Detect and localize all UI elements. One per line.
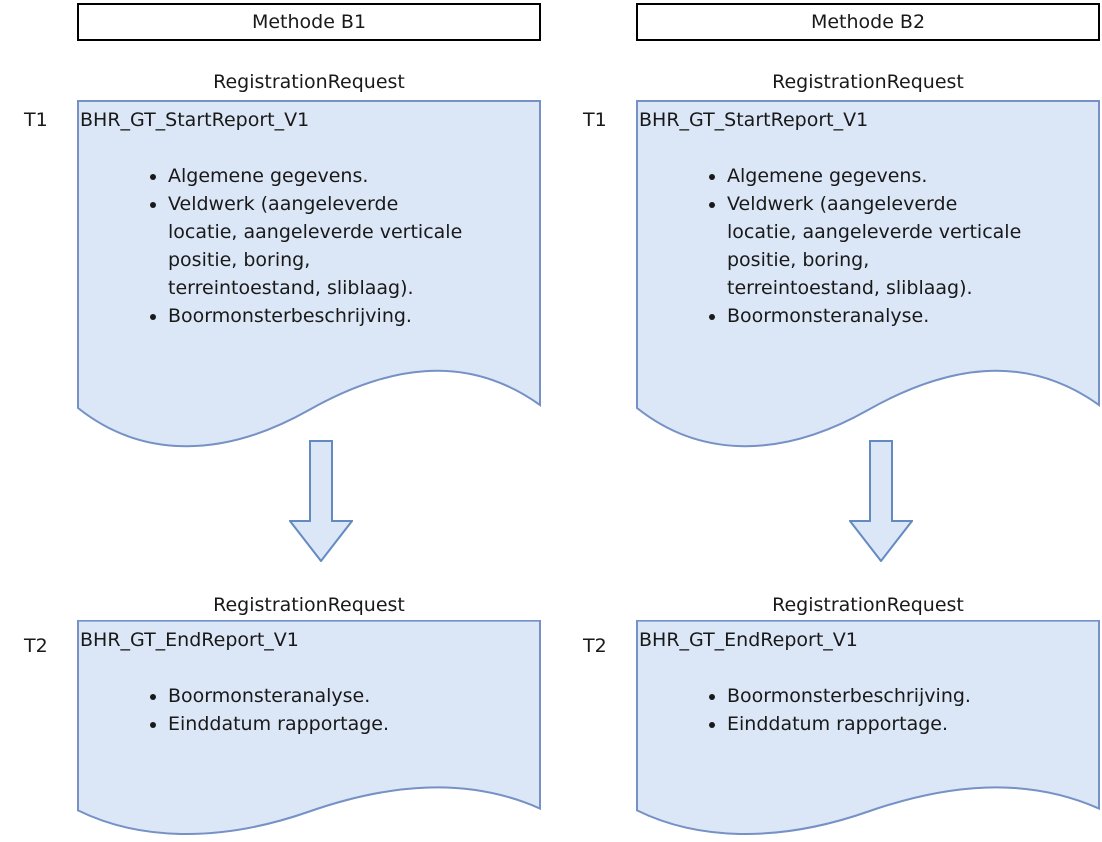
down-arrow-icon (287, 440, 355, 566)
bullet-item: Veldwerk (aangeleverde locatie, aangelev… (727, 190, 1096, 302)
document-shape-b2-start-report: BHR_GT_StartReport_V1 Algemene gegevens.… (636, 100, 1100, 464)
bullet-item: Einddatum rapportage. (727, 710, 1096, 738)
stage-label-b2-t1: T1 (583, 109, 607, 131)
bullet-item: Algemene gegevens. (727, 162, 1096, 190)
document-content: BHR_GT_EndReport_V1 Boormonsteranalyse. … (77, 620, 541, 738)
bullet-item: Algemene gegevens. (168, 162, 537, 190)
down-arrow-icon (847, 440, 915, 566)
bullet-list: Algemene gegevens. Veldwerk (aangeleverd… (80, 162, 537, 330)
document-content: BHR_GT_EndReport_V1 Boormonsterbeschrijv… (636, 620, 1100, 738)
bullet-item: Boormonsteranalyse. (727, 302, 1096, 330)
document-content: BHR_GT_StartReport_V1 Algemene gegevens.… (636, 100, 1100, 330)
document-title: BHR_GT_EndReport_V1 (639, 629, 858, 651)
document-title: BHR_GT_StartReport_V1 (80, 109, 310, 131)
bullet-item: Einddatum rapportage. (168, 710, 537, 738)
bullet-list: Boormonsteranalyse. Einddatum rapportage… (80, 682, 537, 738)
method-header-b2: Methode B2 (636, 3, 1100, 41)
stage-label-b1-t2: T2 (24, 635, 48, 657)
registration-request-label-b2-t1: RegistrationRequest (772, 71, 964, 93)
method-header-b1-label: Methode B1 (251, 11, 367, 33)
registration-request-label-b2-t2: RegistrationRequest (772, 594, 964, 616)
document-outline (77, 620, 541, 842)
document-title: BHR_GT_StartReport_V1 (639, 109, 869, 131)
bullet-list: Boormonsterbeschrijving. Einddatum rappo… (639, 682, 1096, 738)
document-shape-b1-end-report: BHR_GT_EndReport_V1 Boormonsteranalyse. … (77, 620, 541, 842)
document-content: BHR_GT_StartReport_V1 Algemene gegevens.… (77, 100, 541, 330)
bullet-item: Boormonsterbeschrijving. (168, 302, 537, 330)
registration-request-label-b1-t1: RegistrationRequest (213, 71, 405, 93)
document-shape-b1-start-report: BHR_GT_StartReport_V1 Algemene gegevens.… (77, 100, 541, 464)
bullet-list: Algemene gegevens. Veldwerk (aangeleverd… (639, 162, 1096, 330)
bullet-item: Boormonsteranalyse. (168, 682, 537, 710)
document-outline (77, 100, 541, 464)
bullet-item: Veldwerk (aangeleverde locatie, aangelev… (168, 190, 537, 302)
document-title: BHR_GT_EndReport_V1 (80, 629, 299, 651)
method-header-b1: Methode B1 (77, 3, 541, 41)
stage-label-b2-t2: T2 (583, 635, 607, 657)
document-shape-b2-end-report: BHR_GT_EndReport_V1 Boormonsterbeschrijv… (636, 620, 1100, 842)
method-header-b2-label: Methode B2 (810, 11, 926, 33)
document-outline (636, 100, 1100, 464)
stage-label-b1-t1: T1 (24, 109, 48, 131)
registration-request-label-b1-t2: RegistrationRequest (213, 594, 405, 616)
bullet-item: Boormonsterbeschrijving. (727, 682, 1096, 710)
document-outline (636, 620, 1100, 842)
